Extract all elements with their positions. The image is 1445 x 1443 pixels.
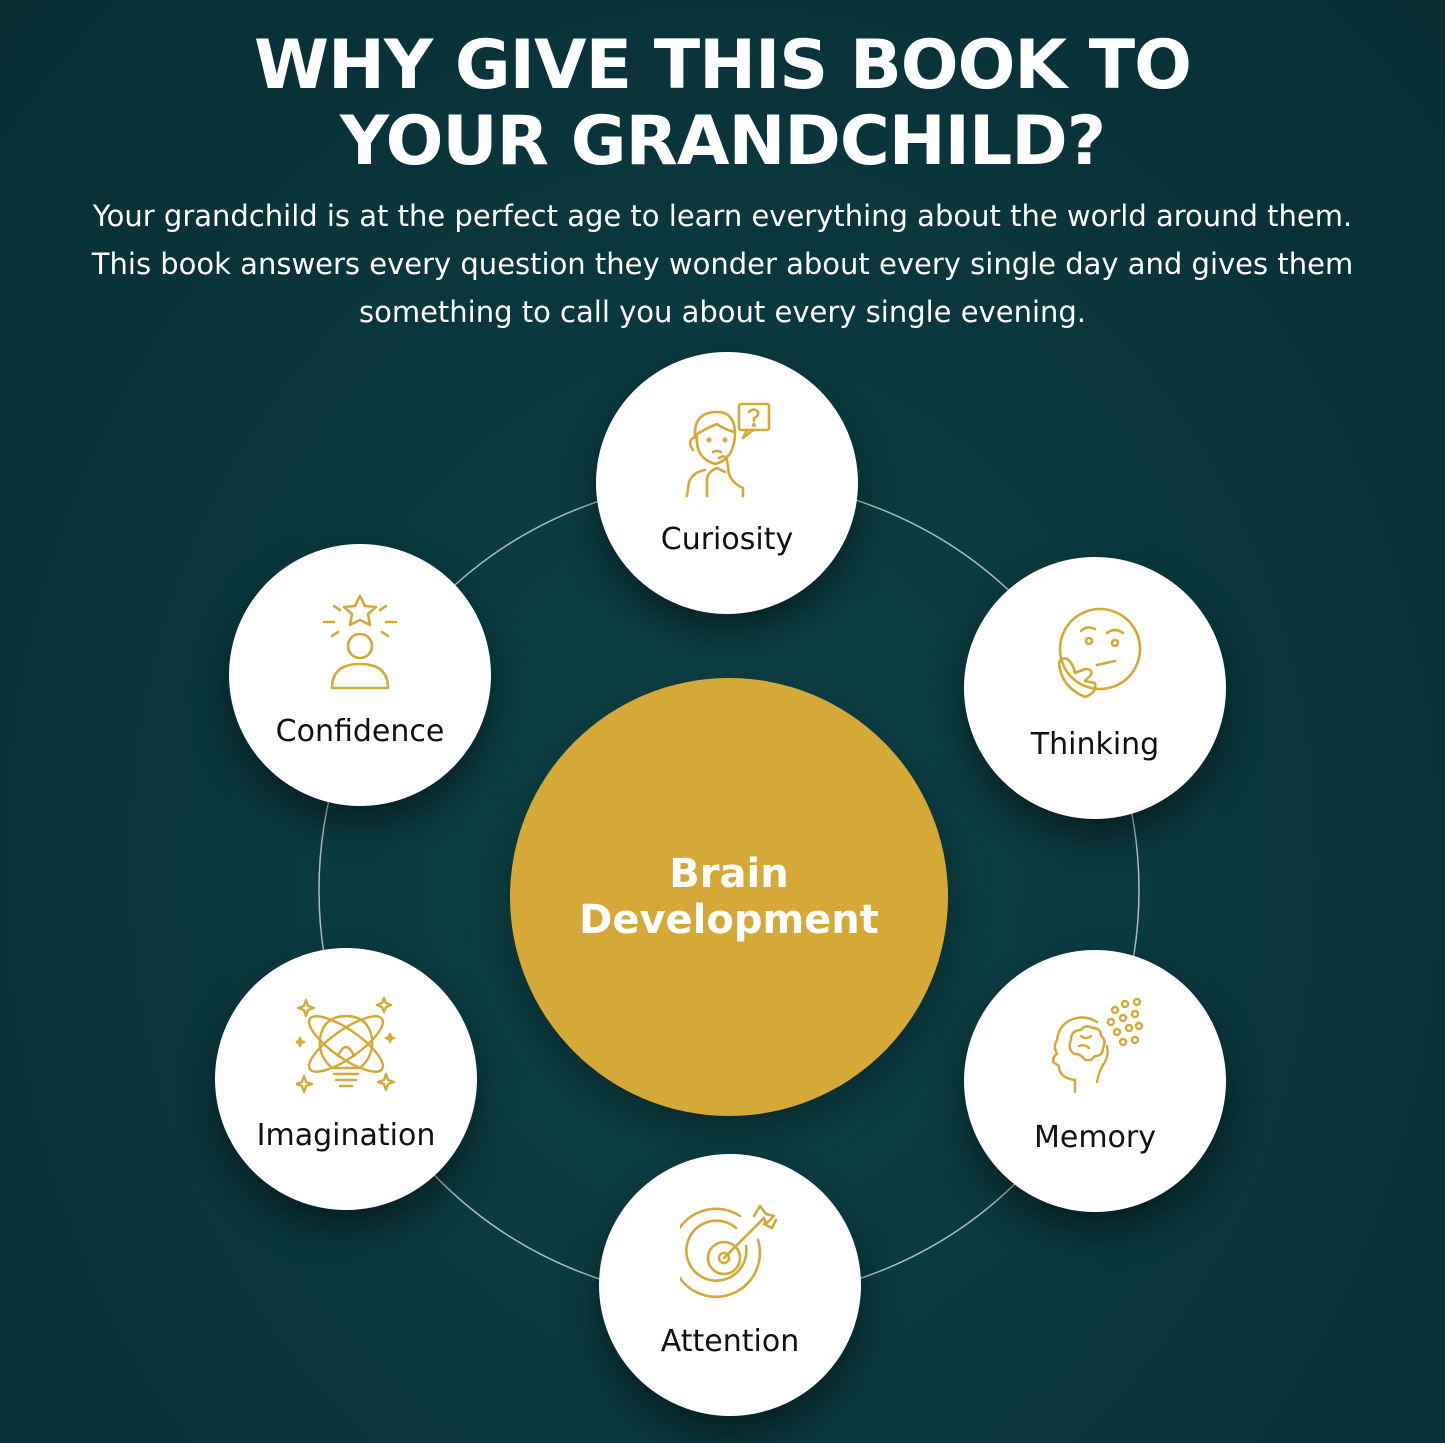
center-line-2: Development [579, 897, 879, 943]
curious-child-icon [685, 402, 771, 498]
node-label: Attention [660, 1324, 800, 1359]
node-label: Memory [1033, 1120, 1156, 1155]
node-label: Thinking [1030, 727, 1160, 762]
intro-paragraph: Your grandchild is at the perfect age to… [91, 199, 1354, 329]
node-label: Imagination [256, 1118, 436, 1153]
node-thinking: Thinking [964, 557, 1226, 819]
thinking-face-icon [1057, 607, 1142, 699]
node-label: Confidence [275, 714, 445, 749]
node-label: Curiosity [660, 522, 794, 557]
memory-head-icon [1051, 997, 1144, 1094]
node-memory: Memory [964, 950, 1226, 1212]
center-brain-development: Brain Development [510, 678, 948, 1116]
person-star-icon [322, 594, 398, 690]
node-curiosity: Curiosity [596, 352, 858, 614]
lightbulb-orbit-icon [296, 996, 396, 1094]
target-arrow-icon [680, 1204, 778, 1299]
node-confidence: Confidence [229, 544, 491, 806]
page-title: WHY GIVE THIS BOOK TO YOUR GRANDCHILD? [0, 28, 1445, 180]
title-line-2: YOUR GRANDCHILD? [339, 102, 1106, 181]
node-imagination: Imagination [215, 948, 477, 1210]
center-line-1: Brain [669, 851, 789, 897]
title-line-1: WHY GIVE THIS BOOK TO [254, 26, 1192, 105]
node-attention: Attention [599, 1154, 861, 1416]
